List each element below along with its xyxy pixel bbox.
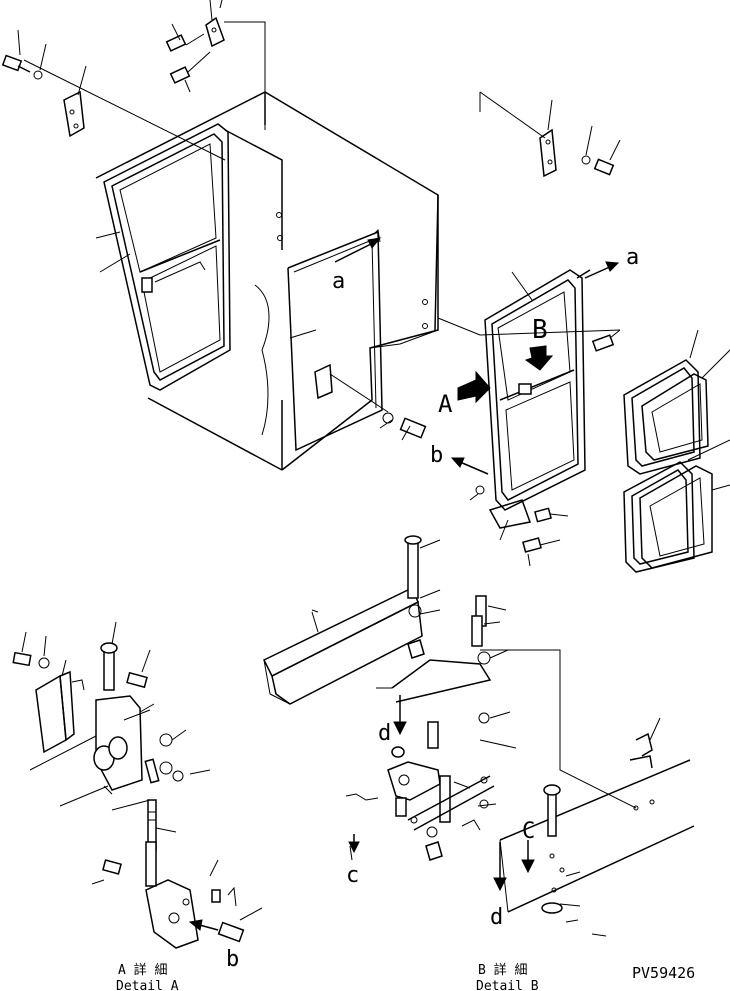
- arrow-a-cab: [334, 237, 382, 263]
- label-B: B: [532, 315, 548, 345]
- label-c-small: c: [346, 863, 359, 888]
- window-frame-lower: [623, 461, 713, 573]
- arrow-c-right: [521, 840, 535, 874]
- label-d-bottom: d: [490, 905, 503, 930]
- arrow-a-door: [584, 261, 620, 279]
- leaders-window: [95, 231, 730, 491]
- door-hardware-right: [469, 329, 621, 567]
- detail-b-assembly: [262, 535, 695, 937]
- detail-b-title-jp: B 詳 細: [478, 962, 527, 978]
- window-frame-upper: [623, 359, 709, 475]
- arrow-B-view: [524, 345, 554, 371]
- arrow-c-small: [348, 834, 360, 854]
- arrow-b-door: [450, 457, 489, 475]
- detail-b-title-en: Detail B: [476, 979, 539, 991]
- hinge-top-left-group: [1, 29, 226, 161]
- detail-a-title-en: Detail A: [116, 979, 179, 991]
- arrow-d-bottom: [493, 842, 507, 892]
- label-b-door: b: [430, 443, 443, 468]
- label-C-right: C: [522, 819, 535, 844]
- label-d-top: d: [378, 721, 391, 746]
- hinge-top-center-group: [165, 0, 266, 130]
- label-b-detail: b: [226, 947, 239, 972]
- door-pin-assembly: [314, 363, 427, 441]
- detail-a-title-jp: A 詳 細: [118, 962, 167, 978]
- cab-door-left: [103, 123, 231, 391]
- detail-a-assembly: [12, 621, 263, 949]
- label-a-cab: a: [332, 269, 345, 294]
- hinge-right-group: [479, 91, 621, 178]
- arrow-A-view: [457, 370, 491, 404]
- cab-door-separate: [484, 269, 591, 511]
- label-a-top: a: [626, 245, 639, 270]
- reference-code: PV59426: [632, 964, 695, 982]
- label-A: A: [438, 390, 453, 418]
